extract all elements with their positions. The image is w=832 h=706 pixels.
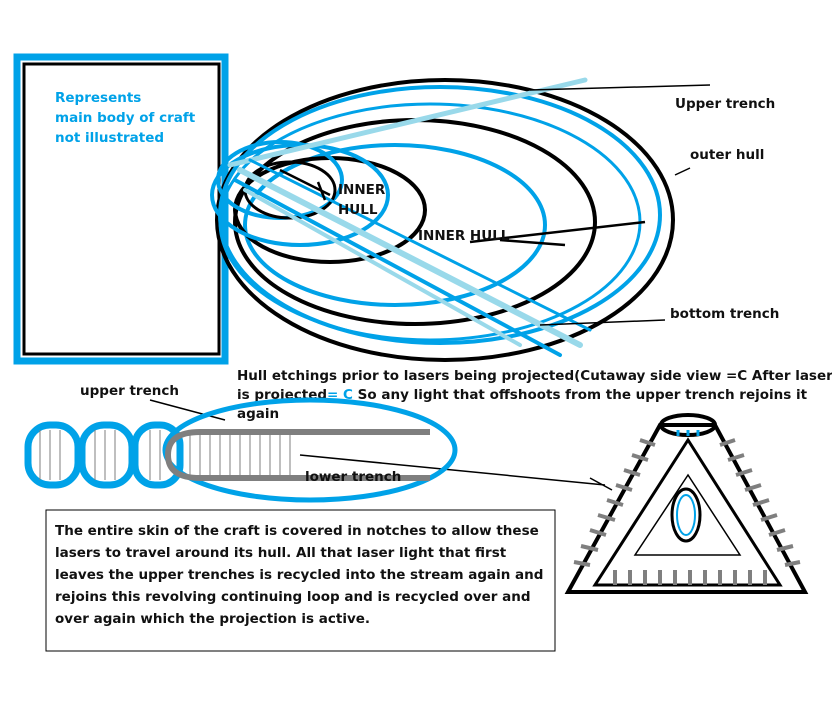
- laser-beams: [227, 77, 592, 357]
- description-line: rejoins this revolving continuing loop a…: [55, 589, 531, 605]
- bottom-trench-label: bottom trench: [670, 306, 779, 322]
- description-line: lasers to travel around its hull. All th…: [55, 545, 507, 561]
- body-label-line: main body of craft: [55, 110, 196, 126]
- craft-body-inner-frame: [22, 62, 221, 356]
- inner-hull-label-large: INNER HULL: [418, 228, 510, 244]
- caption-line: Hull etchings prior to lasers being proj…: [237, 368, 832, 384]
- description-line: leaves the upper trenches is recycled in…: [55, 567, 543, 583]
- triangle-cutaway-view: [564, 413, 809, 594]
- outer-hull-label: outer hull: [690, 147, 764, 163]
- body-label-line: not illustrated: [55, 130, 164, 146]
- small-hull-ring: [233, 156, 427, 264]
- caption-line: again: [237, 406, 279, 422]
- craft-body-outer-frame: [13, 53, 229, 365]
- inner-trench-ring: [243, 143, 547, 307]
- side-cutaway-view: [24, 397, 458, 503]
- inner-hull-label: HULL: [338, 202, 378, 218]
- upper-trench-side-label: upper trench: [80, 383, 179, 399]
- lower-trench-label: lower trench: [305, 469, 401, 485]
- pointer-lines: [149, 84, 711, 491]
- inner-hull-label: INNER: [338, 182, 386, 198]
- hull-rings: [210, 78, 675, 362]
- description-line: over again which the projection is activ…: [55, 611, 370, 627]
- outer-hull-ring: [215, 78, 675, 362]
- upper-trench-label: Upper trench: [675, 96, 775, 112]
- body-label-line: Represents: [55, 90, 141, 106]
- description-line: The entire skin of the craft is covered …: [55, 523, 539, 539]
- description-box: [45, 509, 556, 652]
